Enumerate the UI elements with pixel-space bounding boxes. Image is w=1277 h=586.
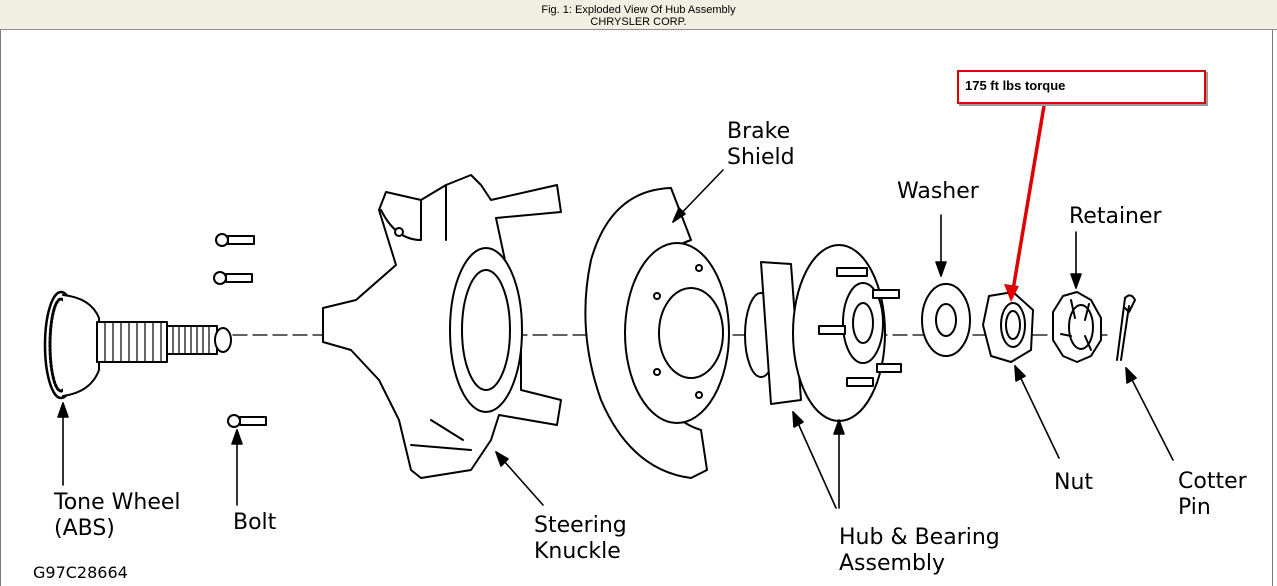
- label-nut: Nut: [1054, 470, 1093, 495]
- retainer-part: [1052, 291, 1102, 363]
- bolt-part: [213, 233, 267, 428]
- hub-bearing-part: [744, 244, 902, 422]
- figure-code: G97C28664: [33, 563, 128, 582]
- label-retainer: Retainer: [1069, 204, 1163, 229]
- label-hub-bearing: Hub & Bearing: [839, 525, 1000, 550]
- figure-source: CHRYSLER CORP.: [590, 16, 687, 28]
- washer-part: [921, 283, 971, 357]
- label-washer: Washer: [897, 179, 980, 204]
- torque-callout-arrow: [1004, 105, 1046, 302]
- nut-part: [982, 291, 1034, 363]
- figure-title: Fig. 1: Exploded View Of Hub Assembly: [541, 4, 736, 16]
- diagram-frame: Brake Shield Washer Retainer Tone Wheel …: [0, 30, 1273, 586]
- label-abs: (ABS): [54, 516, 115, 541]
- torque-callout-text: 175 ft lbs torque: [965, 78, 1066, 93]
- label-assembly: Assembly: [839, 551, 945, 576]
- label-brake: Brake: [727, 119, 790, 144]
- label-bolt: Bolt: [233, 510, 277, 535]
- label-knuckle: Knuckle: [534, 539, 621, 564]
- hub-assembly-diagram: Brake Shield Washer Retainer Tone Wheel …: [33, 105, 1248, 582]
- steering-knuckle-part: [322, 174, 562, 479]
- tone-wheel-part: [43, 290, 232, 400]
- figure-header: Fig. 1: Exploded View Of Hub Assembly CH…: [0, 0, 1277, 30]
- label-shield: Shield: [727, 145, 795, 170]
- label-tone-wheel: Tone Wheel: [53, 490, 181, 515]
- cotter-pin-part: [1116, 294, 1136, 361]
- leader-lines: [57, 169, 1174, 509]
- label-pin: Pin: [1178, 495, 1211, 520]
- label-steering: Steering: [534, 513, 627, 538]
- torque-callout: 175 ft lbs torque: [957, 70, 1206, 104]
- brake-shield-part: [584, 187, 730, 479]
- label-cotter: Cotter: [1178, 469, 1248, 494]
